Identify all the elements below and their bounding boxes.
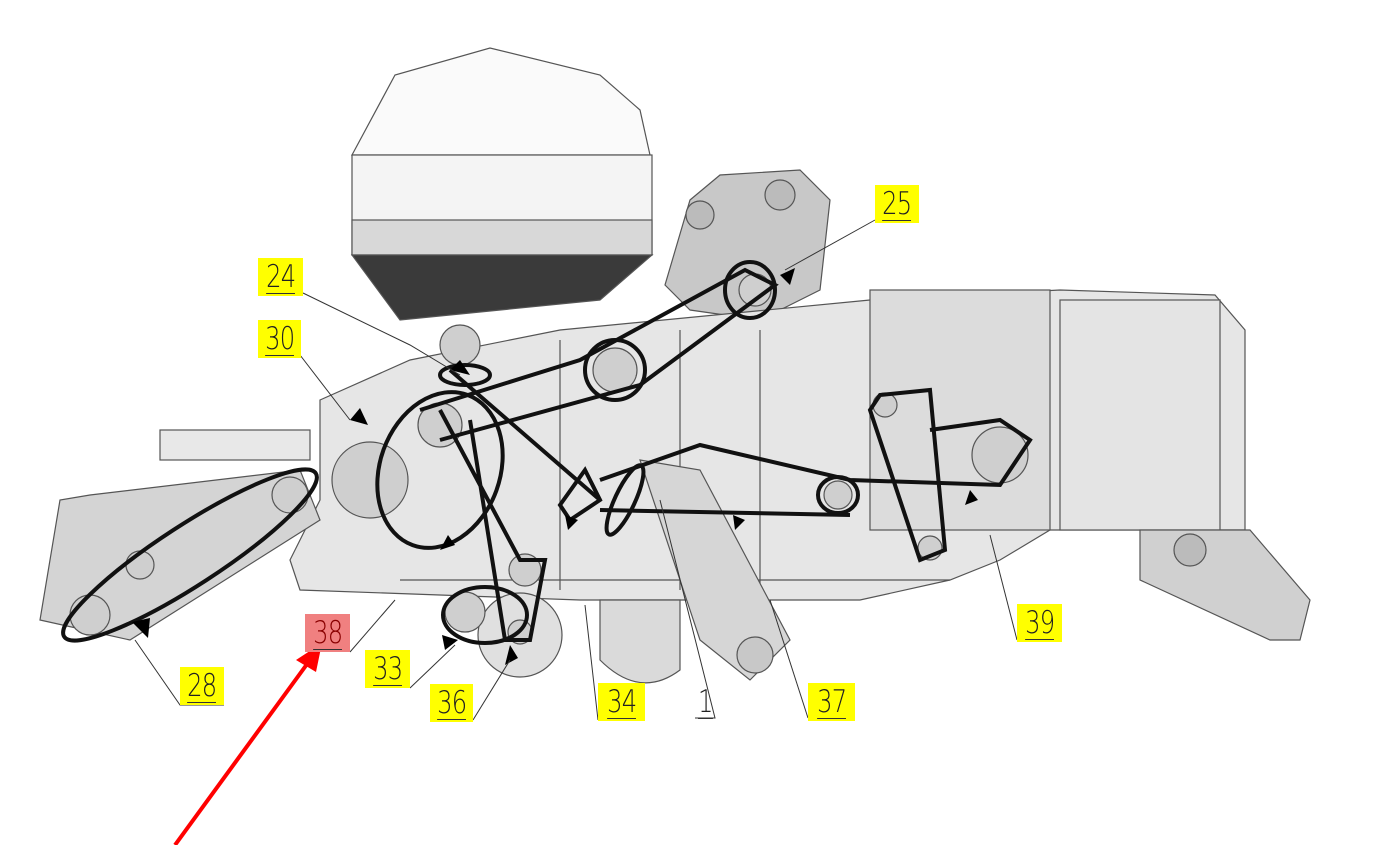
belt-arrowheads (132, 268, 978, 665)
callout-38-highlighted: 38 (305, 614, 350, 652)
callout-33: 33 (365, 650, 410, 688)
belts (61, 260, 1033, 645)
main-body (289, 289, 1246, 601)
feeder-housing (39, 429, 321, 641)
callout-25: 25 (875, 185, 919, 223)
callout-1: 1 (697, 684, 713, 720)
callout-34: 34 (598, 683, 645, 721)
lower-units (477, 459, 791, 684)
callout-39: 39 (1017, 604, 1062, 642)
grain-tank (350, 47, 654, 321)
callout-37: 37 (808, 683, 855, 721)
callout-24: 24 (258, 258, 303, 296)
callout-30: 30 (258, 320, 301, 358)
callout-28: 28 (180, 667, 224, 705)
callout-36: 36 (430, 684, 473, 722)
straw-spreader (1139, 529, 1311, 641)
